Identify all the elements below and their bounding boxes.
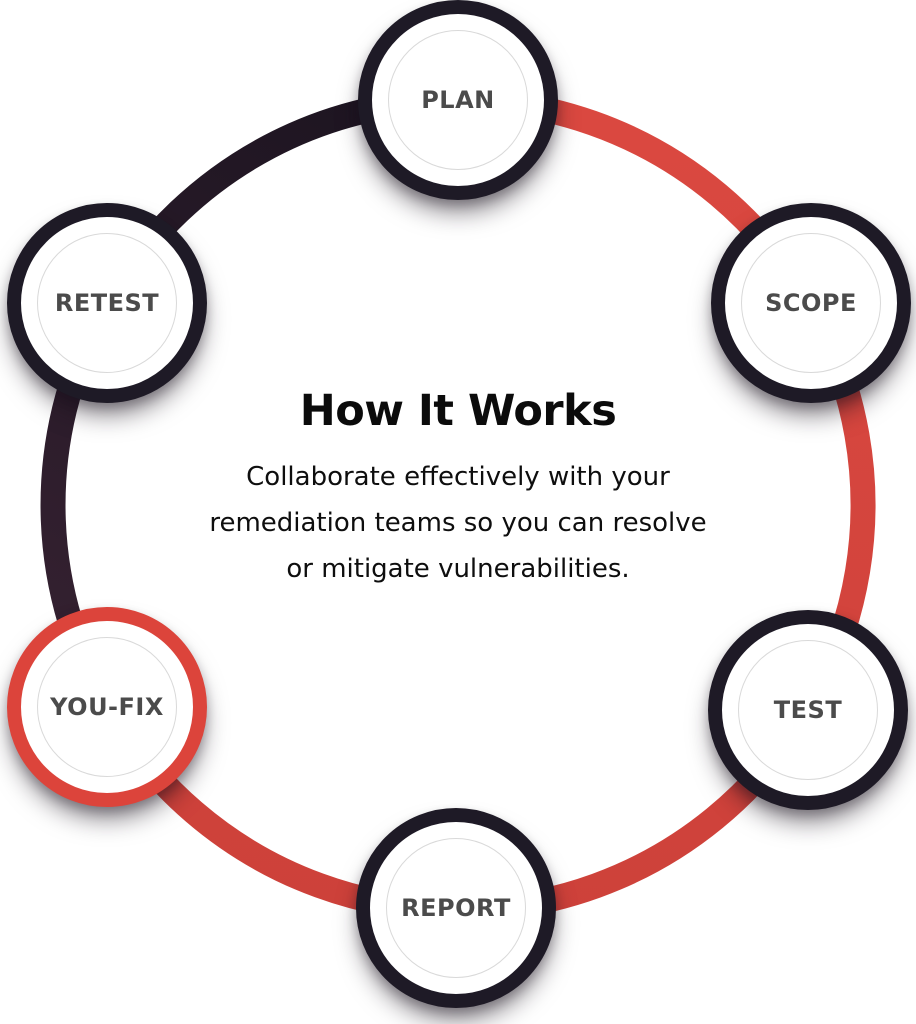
diagram-title: How It Works: [299, 386, 617, 436]
node-test: TEST: [708, 610, 908, 810]
node-you-fix: YOU-FIX: [7, 607, 207, 807]
diagram-description: Collaborate effectively with your remedi…: [178, 454, 738, 592]
node-you-fix-label: YOU-FIX: [50, 693, 164, 721]
description-line: Collaborate effectively with your: [246, 462, 670, 492]
node-report-label: REPORT: [401, 894, 511, 922]
description-line: or mitigate vulnerabilities.: [286, 554, 630, 584]
description-line: remediation teams so you can resolve: [209, 508, 707, 538]
node-scope-label: SCOPE: [765, 289, 857, 317]
node-plan: PLAN: [358, 0, 558, 200]
node-scope: SCOPE: [711, 203, 911, 403]
node-test-label: TEST: [773, 696, 843, 724]
node-retest: RETEST: [7, 203, 207, 403]
center-text-block: How It Works Collaborate effectively wit…: [0, 386, 916, 592]
node-plan-label: PLAN: [421, 86, 495, 114]
node-report: REPORT: [356, 808, 556, 1008]
node-retest-label: RETEST: [54, 289, 160, 317]
